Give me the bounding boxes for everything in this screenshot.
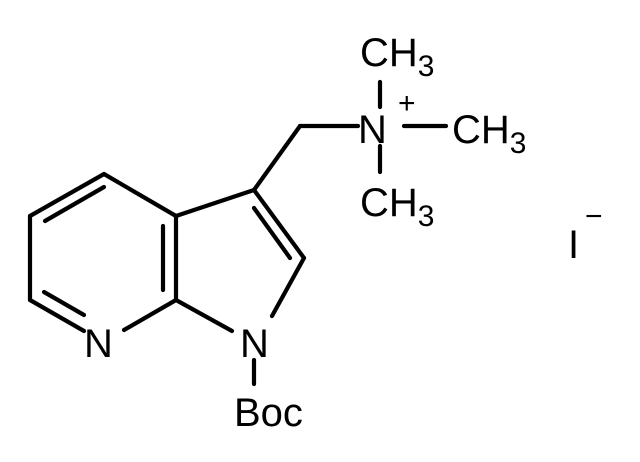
iodide-charge-label: − [585,200,603,233]
methyl-bottom-label: CH3 [360,181,434,233]
bond-c7a-n1 [173,297,235,334]
iodide-label: I [568,223,579,267]
bond-c3-ch2 [251,123,303,193]
bond-c6-n7-inner [41,289,87,318]
ring-nitrogen-label: N [84,322,113,366]
boc-label: Boc [234,391,303,435]
bond-c2-n1 [269,255,307,319]
ammonium-charge-label: + [398,87,416,120]
bond-c3-c2-inner [251,205,293,261]
bond-c3-c2 [251,187,307,261]
bond-c4-c5 [27,171,107,219]
bond-c4-c5-inner [42,184,107,224]
ammonium-nitrogen-label: N [358,108,387,152]
indole-nitrogen-label: N [240,322,269,366]
methyl-top-label: CH3 [360,31,434,83]
bond-n7-c7a [121,297,179,333]
bond-c5-c3a [101,171,179,219]
methyl-right-label: CH3 [452,108,526,160]
bond-c6-n7 [27,297,87,334]
bond-c3a-c3 [173,187,257,219]
